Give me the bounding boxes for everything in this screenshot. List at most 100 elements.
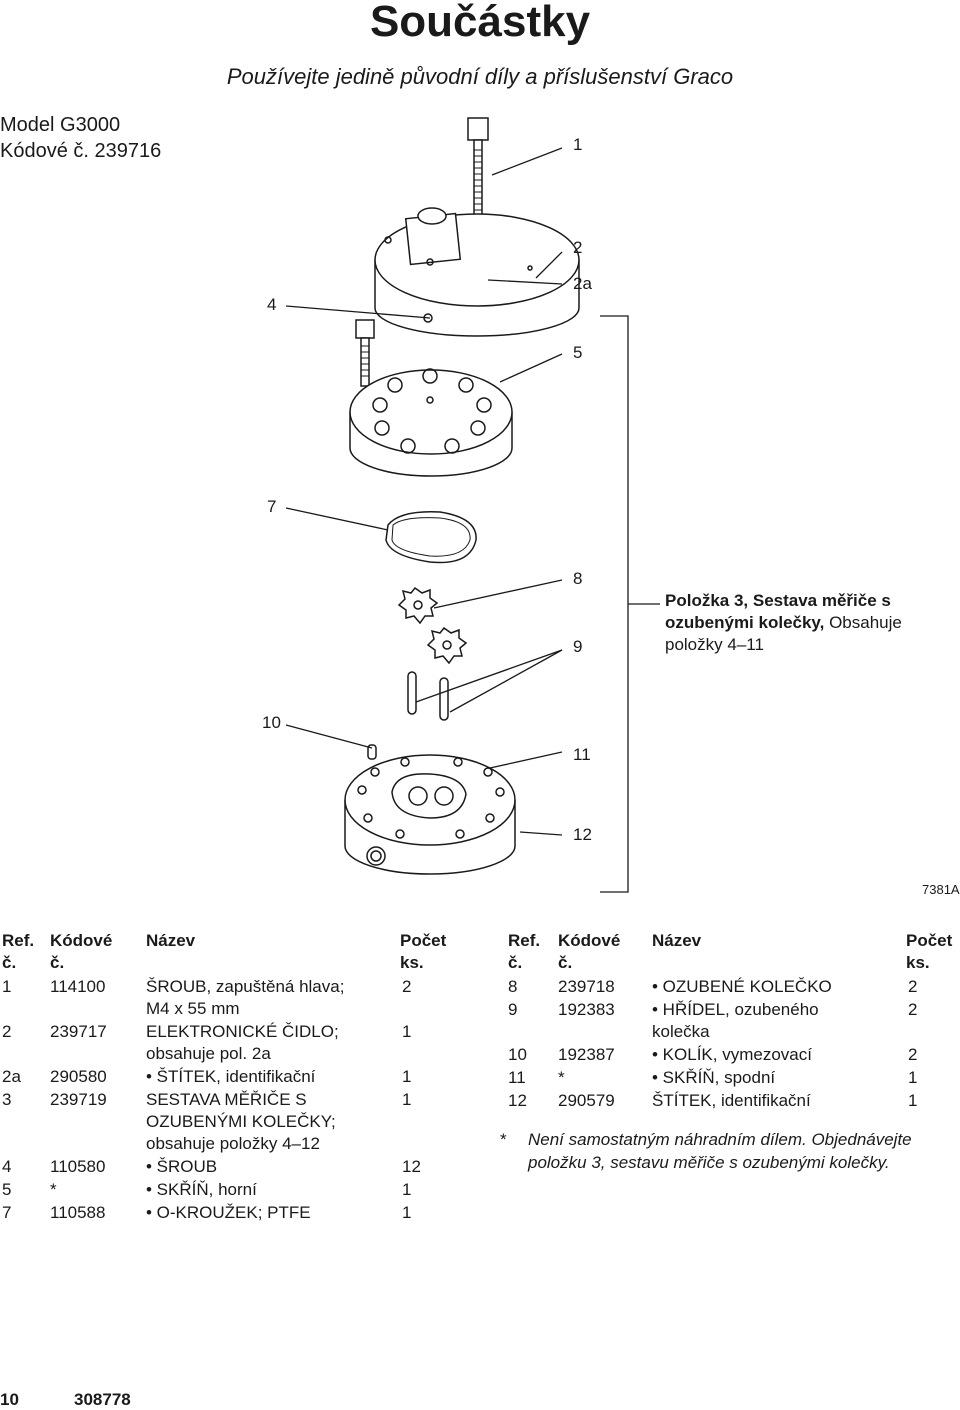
cell-name: • O-KROUŽEK; PTFE xyxy=(146,1202,311,1224)
leader-lines xyxy=(285,147,660,893)
shaft-drawing xyxy=(407,671,449,721)
cell-ref: 2 xyxy=(2,1022,12,1041)
cell-name-line: ELEKTRONICKÉ ČIDLO; xyxy=(146,1022,339,1041)
cell-name-line: • SKŘÍŇ, horní xyxy=(146,1180,257,1199)
footnote-text: Není samostatným náhradním dílem. Objedn… xyxy=(528,1130,912,1172)
cell-code: 192387 xyxy=(558,1045,615,1064)
cell-name: • SKŘÍŇ, horní xyxy=(146,1179,257,1201)
cell-name-line: • ŠROUB xyxy=(146,1157,218,1176)
cell-name-line: • O-KROUŽEK; PTFE xyxy=(146,1203,311,1222)
cell-code: 114100 xyxy=(50,977,106,996)
screw-4-drawing xyxy=(355,319,375,387)
callout-1: 1 xyxy=(573,135,583,154)
cell-name-line: ŠROUB, zapuštěná hlava; xyxy=(146,977,345,996)
cell-name-line: • OZUBENÉ KOLEČKO xyxy=(652,977,832,996)
header-ref: Ref.č. xyxy=(508,931,541,972)
cell-ref: 10 xyxy=(508,1045,527,1064)
cell-name: • ŠTÍTEK, identifikační xyxy=(146,1066,315,1088)
callout-12: 12 xyxy=(573,825,592,844)
callout-5: 5 xyxy=(573,343,583,362)
model-code: Kódové č. 239716 xyxy=(0,140,162,162)
header-name: Název xyxy=(146,931,196,950)
cell-name-line: • HŘÍDEL, ozubeného xyxy=(652,1000,819,1019)
callout-11: 11 xyxy=(573,745,591,764)
cell-code: 290580 xyxy=(50,1067,107,1086)
cell-code: 110588 xyxy=(50,1203,106,1222)
upper-housing-drawing xyxy=(349,368,513,477)
cell-ref: 12 xyxy=(508,1091,527,1110)
page-footer: 10 308778 xyxy=(0,1390,131,1410)
cell-name-line: OZUBENÝMI KOLEČKY; xyxy=(146,1112,336,1131)
footnote: * Není samostatným náhradním dílem. Obje… xyxy=(500,1128,960,1174)
cell-ref: 2a xyxy=(2,1067,21,1086)
cell-code: * xyxy=(558,1068,565,1087)
cell-ref: 5 xyxy=(2,1180,12,1199)
cell-code: * xyxy=(50,1180,57,1199)
header-name: Název xyxy=(652,931,702,950)
callout-4: 4 xyxy=(267,295,277,314)
cell-qty: 1 xyxy=(908,1068,918,1087)
cell-ref: 7 xyxy=(2,1203,12,1222)
cell-code: 192383 xyxy=(558,1000,615,1019)
cell-ref: 8 xyxy=(508,977,518,996)
pin-drawing xyxy=(367,744,377,760)
cell-qty: 2 xyxy=(908,977,918,996)
figure-code: 7381A xyxy=(922,882,960,897)
cell-qty: 2 xyxy=(402,977,412,996)
cell-name-line: • SKŘÍŇ, spodní xyxy=(652,1068,776,1087)
document-number: 308778 xyxy=(74,1390,131,1409)
o-ring-drawing xyxy=(385,511,477,564)
cell-name: SESTAVA MĚŘIČE S OZUBENÝMI KOLEČKY; obsahu… xyxy=(146,1089,336,1155)
gear-drawing xyxy=(397,586,468,665)
callout-2a: 2a xyxy=(573,274,592,293)
cell-code: 290579 xyxy=(558,1091,615,1110)
cell-name: • KOLÍK, vymezovací xyxy=(652,1044,812,1066)
cell-name-line: obsahuje položky 4–12 xyxy=(146,1134,320,1153)
page-number: 10 xyxy=(0,1390,19,1409)
callout-10: 10 xyxy=(262,713,281,732)
cell-name: • SKŘÍŇ, spodní xyxy=(652,1067,775,1089)
cell-name-line: • KOLÍK, vymezovací xyxy=(652,1045,812,1064)
cell-name: • OZUBENÉ KOLEČKO xyxy=(652,976,832,998)
cell-name: • ŠROUB xyxy=(146,1156,217,1178)
cell-code: 239718 xyxy=(558,977,615,996)
cell-name-line: kolečka xyxy=(652,1022,710,1041)
callout-7: 7 xyxy=(267,497,277,516)
cell-name-line: ŠTÍTEK, identifikační xyxy=(652,1091,811,1110)
header-ref: Ref.č. xyxy=(2,931,35,972)
cell-qty: 1 xyxy=(908,1091,918,1110)
lower-housing-drawing xyxy=(344,754,516,875)
cell-name: ŠROUB, zapuštěná hlava; M4 x 55 mm xyxy=(146,976,344,1020)
cell-name-line: SESTAVA MĚŘIČE S xyxy=(146,1090,307,1109)
cell-name-line: • ŠTÍTEK, identifikační xyxy=(146,1067,316,1086)
cell-qty: 12 xyxy=(402,1157,421,1176)
footnote-mark: * xyxy=(500,1130,507,1149)
cell-qty: 1 xyxy=(402,1067,412,1086)
cell-qty: 2 xyxy=(908,1045,918,1064)
callout-2: 2 xyxy=(573,238,583,257)
page-title: Součástky xyxy=(369,0,591,46)
cell-name: • HŘÍDEL, ozubeného kolečka xyxy=(652,999,819,1043)
electronic-sensor-drawing xyxy=(374,207,580,337)
exploded-parts-diagram xyxy=(285,117,660,893)
cell-name-line: M4 x 55 mm xyxy=(146,999,240,1018)
cell-code: 110580 xyxy=(50,1157,106,1176)
cell-ref: 1 xyxy=(2,977,12,996)
callout-8: 8 xyxy=(573,569,583,588)
cell-qty: 1 xyxy=(402,1180,412,1199)
model-name: Model G3000 xyxy=(0,114,121,136)
cell-qty: 1 xyxy=(402,1022,412,1041)
cell-name-line: obsahuje pol. 2a xyxy=(146,1044,271,1063)
cell-code: 239717 xyxy=(50,1022,107,1041)
cell-qty: 2 xyxy=(908,1000,918,1019)
cell-name: ELEKTRONICKÉ ČIDLO; obsahuje pol. 2a xyxy=(146,1021,339,1065)
cell-ref: 3 xyxy=(2,1090,12,1109)
callout-9: 9 xyxy=(573,637,583,656)
assembly-note-rest: Obsahuje položky 4–11 xyxy=(665,613,902,654)
cell-ref: 9 xyxy=(508,1000,518,1019)
assembly-note-bold: Položka 3, Sestava měřiče s ozubenými ko… xyxy=(665,591,891,632)
